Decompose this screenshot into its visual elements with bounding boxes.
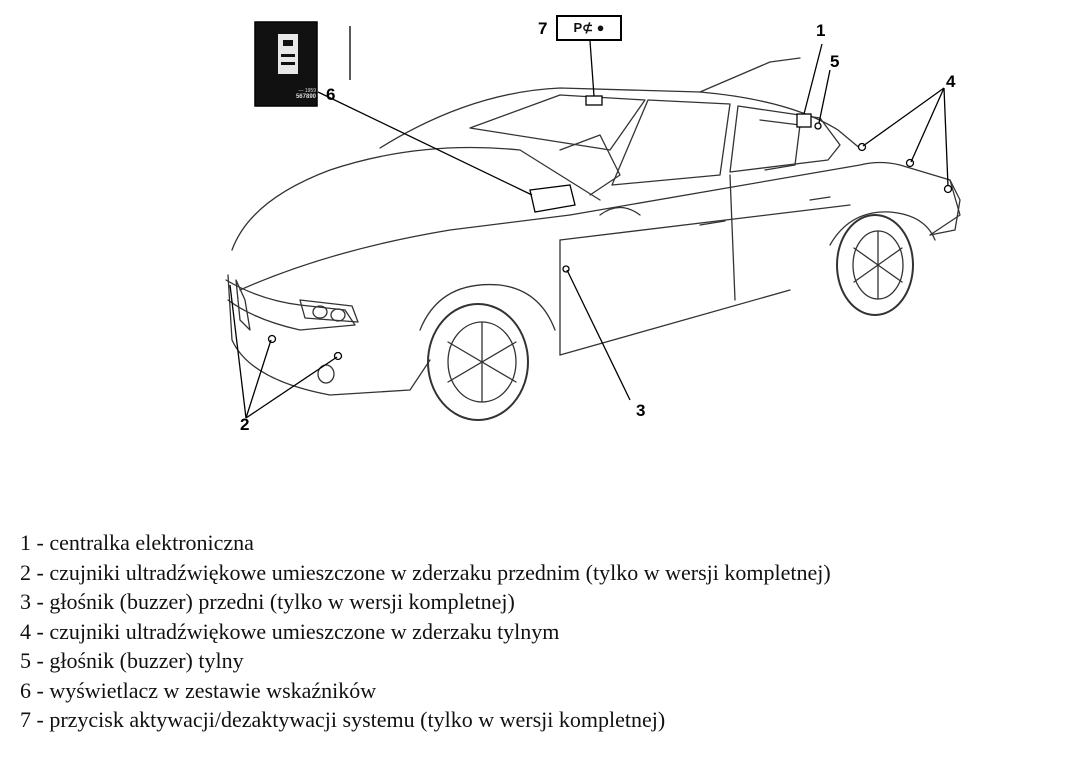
front-side-window <box>611 99 731 186</box>
rear-sensor-3 <box>943 184 953 194</box>
front-door-handle <box>699 220 726 226</box>
car-illustration <box>225 21 961 421</box>
display-line-1: — 1959 <box>298 88 316 94</box>
leader-6a <box>317 91 533 196</box>
activation-button-symbol: P⊄ ● <box>556 15 622 41</box>
rear-seat <box>759 119 801 171</box>
legend-item: 4 - czujniki ultradźwiękowe umieszczone … <box>20 618 560 644</box>
front-wheel-arch <box>419 283 556 331</box>
leader-2a <box>229 284 247 419</box>
legend-item: 1 - centralka elektroniczna <box>20 530 254 555</box>
callout-6: 6 <box>326 85 336 104</box>
front-bumper <box>227 274 431 396</box>
callout-7: 7 <box>538 19 548 38</box>
leader-1 <box>803 43 823 115</box>
rear-door-handle <box>809 196 831 201</box>
rear-buzzer-marker <box>814 122 822 130</box>
leader-2c <box>245 356 338 419</box>
rear-door-edge <box>729 174 736 301</box>
headlight-lens-1 <box>312 305 328 319</box>
rear-sensor-2 <box>905 158 915 168</box>
rear-wheel-spokes <box>853 230 903 300</box>
front-wheel-spokes <box>447 321 517 403</box>
windshield <box>469 94 646 151</box>
hood-line <box>231 146 601 251</box>
leader-4c <box>943 87 949 187</box>
control-unit-marker <box>796 113 812 128</box>
activation-button-marker <box>585 95 603 106</box>
side-mirror <box>599 206 641 216</box>
roof-line <box>379 87 863 151</box>
headlight-lens-2 <box>330 308 346 322</box>
legend-item: 2 - czujniki ultradźwiękowe umieszczone … <box>20 559 831 585</box>
legend-list: 1 - centralka elektroniczna 2 - czujniki… <box>20 528 831 735</box>
front-seat <box>559 134 621 196</box>
sill-line <box>559 289 791 356</box>
headlight <box>299 299 359 323</box>
display-inset-text: — 1959 567890 <box>283 88 316 100</box>
front-grille-area <box>225 279 356 331</box>
callout-5: 5 <box>830 52 840 71</box>
legend-item: 3 - głośnik (buzzer) przedni (tylko w we… <box>20 589 515 614</box>
callout-4: 4 <box>946 72 956 91</box>
legend-item: 5 - głośnik (buzzer) tylny <box>20 648 244 673</box>
callout-2: 2 <box>240 415 250 434</box>
rear-wheel-tire <box>836 214 914 316</box>
rear-antenna <box>699 57 801 93</box>
instrument-cluster-marker <box>529 184 576 213</box>
legend-item: 6 - wyświetlacz w zestawie wskaźników <box>20 677 377 703</box>
legend-item: 7 - przycisk aktywacji/dezaktywacji syst… <box>20 707 666 732</box>
callout-1: 1 <box>816 21 826 40</box>
car-diagram: — 1959 567890 P⊄ ● 1 2 3 4 5 6 7 <box>225 15 961 434</box>
callout-3: 3 <box>636 401 646 420</box>
hood-crease <box>239 214 571 291</box>
rear-wheel-arch <box>829 211 936 246</box>
leader-4b <box>910 87 945 163</box>
rear-side-window <box>729 105 841 173</box>
leader-5 <box>818 69 831 124</box>
leader-3 <box>566 269 631 401</box>
shield-grille <box>235 279 251 331</box>
front-sensor-1 <box>267 334 277 344</box>
belt-line <box>569 161 961 236</box>
front-wheel-tire <box>427 303 529 421</box>
leader-4a <box>862 87 945 147</box>
leader-2b <box>245 339 272 419</box>
rear-bumper <box>929 179 961 236</box>
leader-7 <box>589 40 595 97</box>
display-inset <box>254 21 318 107</box>
side-crease <box>559 204 851 241</box>
display-line-2: 567890 <box>295 94 316 100</box>
